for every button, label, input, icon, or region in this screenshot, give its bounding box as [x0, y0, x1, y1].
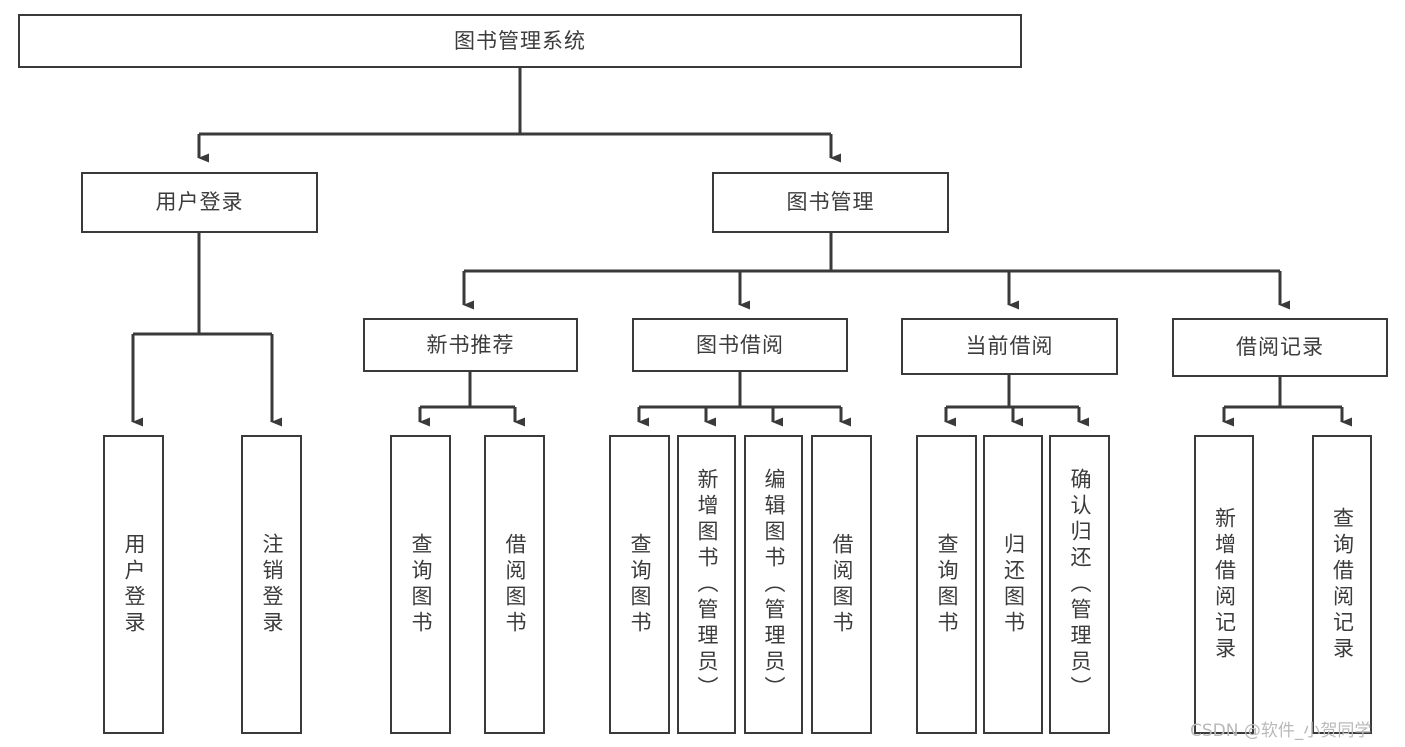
leaf-borrow-borrow-book[interactable]: 借阅图书: [811, 435, 872, 734]
leaf-borrow-borrow-book-label: 借阅图书: [829, 532, 854, 637]
node-current-borrowing[interactable]: 当前借阅: [901, 318, 1118, 375]
node-new-book-recommendation-label: 新书推荐: [426, 332, 515, 357]
leaf-new-book-borrow[interactable]: 借阅图书: [484, 435, 545, 734]
leaf-borrow-query-label: 查询图书: [627, 532, 652, 637]
leaf-borrow-query[interactable]: 查询图书: [609, 435, 670, 734]
node-borrowing-records-label: 借阅记录: [1236, 335, 1324, 360]
leaf-borrow-edit-book-admin-label: 编辑图书（管理员）: [761, 467, 786, 702]
node-book-management[interactable]: 图书管理: [712, 172, 949, 233]
leaf-records-add-record-label: 新增借阅记录: [1212, 506, 1237, 663]
node-book-borrowing-label: 图书借阅: [696, 332, 784, 357]
leaf-current-query[interactable]: 查询图书: [916, 435, 977, 734]
node-borrowing-records[interactable]: 借阅记录: [1172, 318, 1388, 377]
node-user-login[interactable]: 用户登录: [81, 172, 318, 233]
leaf-user-login-logout-label: 注销登录: [259, 532, 284, 637]
leaf-current-query-label: 查询图书: [934, 532, 959, 637]
leaf-current-confirm-return-admin[interactable]: 确认归还（管理员）: [1049, 435, 1110, 734]
leaf-new-book-borrow-label: 借阅图书: [502, 532, 527, 637]
leaf-new-book-query[interactable]: 查询图书: [390, 435, 451, 734]
leaf-borrow-add-book-admin[interactable]: 新增图书（管理员）: [677, 435, 736, 734]
leaf-borrow-add-book-admin-label: 新增图书（管理员）: [694, 467, 719, 702]
leaf-new-book-query-label: 查询图书: [408, 532, 433, 637]
leaf-records-query-record-label: 查询借阅记录: [1330, 506, 1355, 663]
node-book-management-label: 图书管理: [786, 190, 875, 215]
leaf-current-return-book-label: 归还图书: [1001, 532, 1026, 637]
node-current-borrowing-label: 当前借阅: [965, 334, 1054, 359]
leaf-user-login-login[interactable]: 用户登录: [103, 435, 164, 734]
leaf-user-login-login-label: 用户登录: [121, 532, 146, 637]
leaf-records-add-record[interactable]: 新增借阅记录: [1194, 435, 1254, 734]
leaf-current-confirm-return-admin-label: 确认归还（管理员）: [1067, 467, 1092, 702]
leaf-user-login-logout[interactable]: 注销登录: [241, 435, 302, 734]
node-root-book-management-system[interactable]: 图书管理系统: [18, 14, 1022, 68]
leaf-borrow-edit-book-admin[interactable]: 编辑图书（管理员）: [744, 435, 803, 734]
leaf-current-return-book[interactable]: 归还图书: [983, 435, 1043, 734]
node-root-label: 图书管理系统: [454, 28, 586, 53]
csdn-watermark: CSDN @软件_小贺同学: [1190, 721, 1372, 741]
leaf-records-query-record[interactable]: 查询借阅记录: [1312, 435, 1372, 734]
node-user-login-label: 用户登录: [155, 190, 244, 215]
node-new-book-recommendation[interactable]: 新书推荐: [363, 318, 578, 372]
node-book-borrowing[interactable]: 图书借阅: [632, 318, 848, 372]
